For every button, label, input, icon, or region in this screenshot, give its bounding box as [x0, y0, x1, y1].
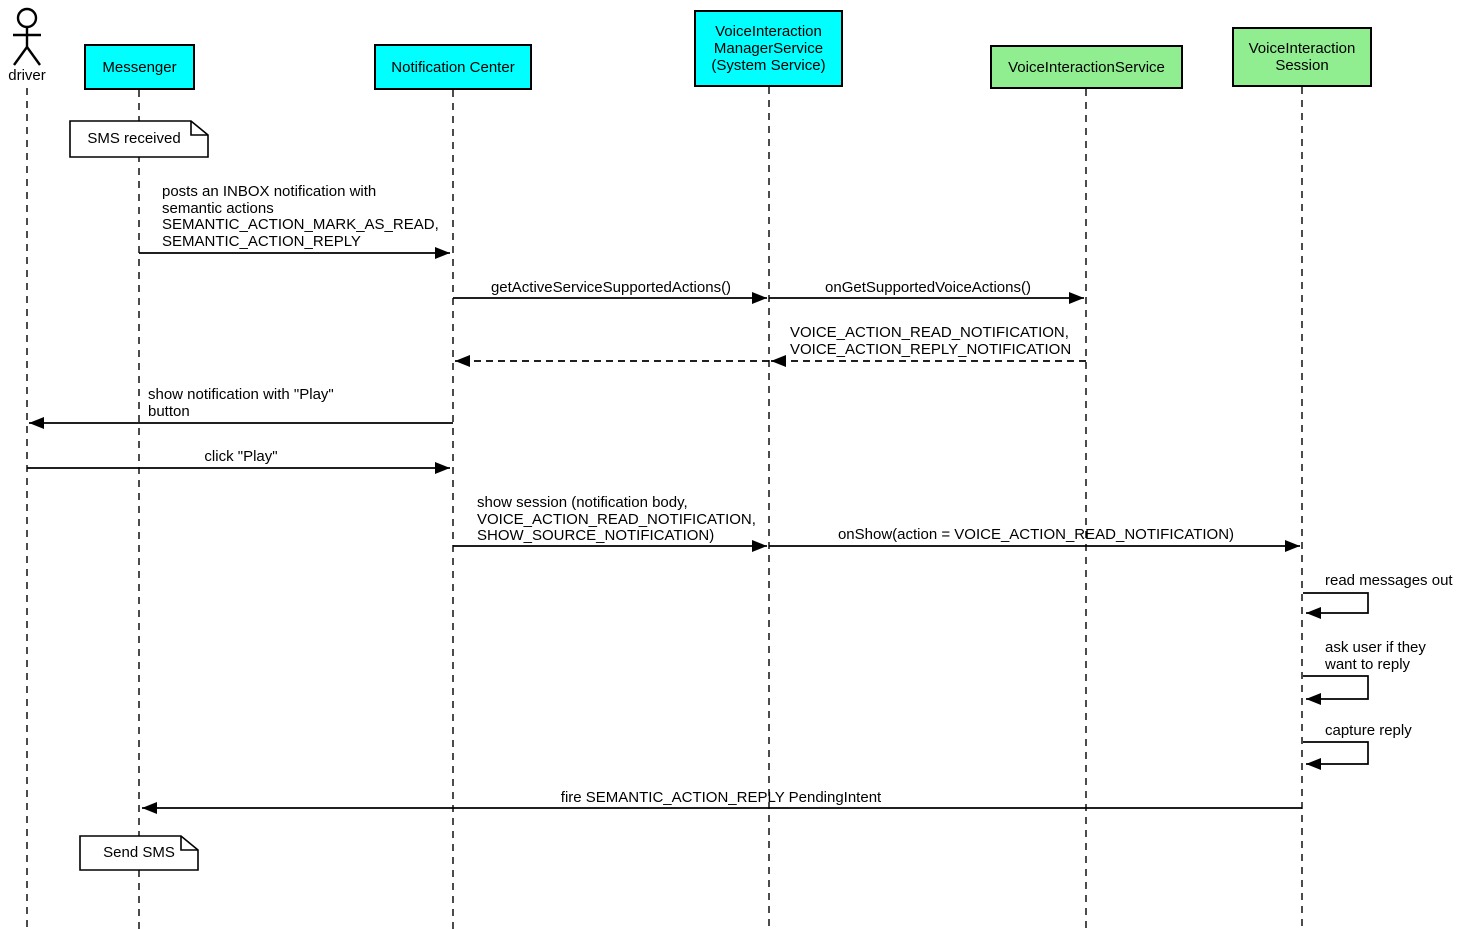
actor-icon — [13, 7, 41, 66]
note-send-sms-shape — [79, 835, 199, 871]
note-send-sms-fold-icon — [180, 836, 198, 851]
note-send-sms: Send SMS — [103, 844, 175, 861]
arrow-self-read-messages-out — [1303, 592, 1369, 619]
message-label-read-messages-out: read messages out — [1325, 572, 1453, 589]
actor-label: driver — [8, 67, 46, 84]
message-label-posts-inbox-notification: posts an INBOX notification with semanti… — [162, 183, 439, 250]
participant-voiceinteraction-session: VoiceInteraction Session — [1232, 27, 1372, 87]
message-label-ask-user-reply: ask user if they want to reply — [1325, 639, 1426, 673]
message-label-return-voice-actions: VOICE_ACTION_READ_NOTIFICATION, VOICE_AC… — [790, 324, 1072, 358]
message-label-show-notification: show notification with "Play" button — [148, 386, 334, 420]
message-label-get-active-service-supported-actions: getActiveServiceSupportedActions() — [490, 279, 732, 296]
message-label-on-show: onShow(action = VOICE_ACTION_READ_NOTIFI… — [837, 526, 1235, 543]
lifelines — [26, 87, 1303, 929]
message-label-click-play: click "Play" — [204, 448, 278, 465]
message-label-capture-reply: capture reply — [1325, 722, 1412, 739]
note-sms-received-shape — [69, 120, 209, 158]
message-label-on-get-supported-voice-actions: onGetSupportedVoiceActions() — [825, 279, 1031, 296]
participant-voiceinteraction-managerservice: VoiceInteraction ManagerService (System … — [694, 10, 843, 87]
note-sms-received: SMS received — [87, 130, 181, 147]
message-label-fire-pending-intent: fire SEMANTIC_ACTION_REPLY PendingIntent — [560, 789, 882, 806]
participant-voiceinteractionservice: VoiceInteractionService — [990, 45, 1183, 89]
message-arrows — [27, 247, 1369, 814]
participant-notification-center: Notification Center — [374, 44, 532, 90]
arrow-self-ask-user-reply — [1303, 675, 1369, 705]
note-sms-received-fold-icon — [190, 121, 208, 136]
arrow-self-capture-reply — [1303, 741, 1369, 770]
message-label-show-session: show session (notification body, VOICE_A… — [477, 494, 756, 544]
note-shapes — [69, 120, 209, 871]
participant-messenger: Messenger — [84, 44, 195, 90]
